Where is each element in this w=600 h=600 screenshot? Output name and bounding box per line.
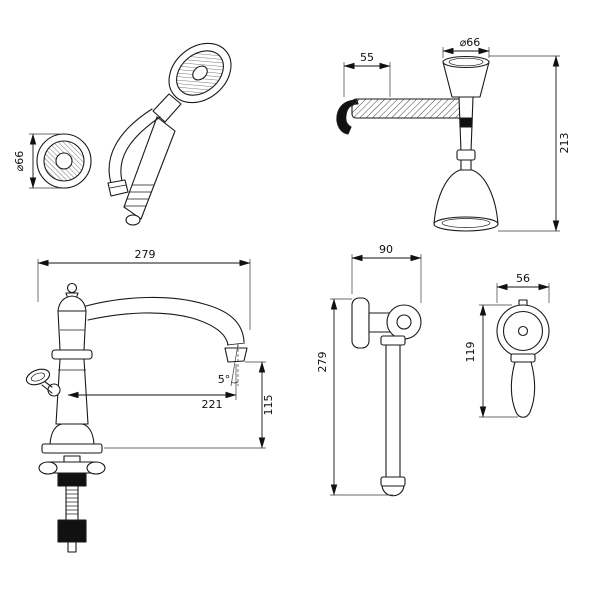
shower-handle bbox=[123, 116, 176, 226]
faucet-body bbox=[41, 310, 103, 454]
view-wall-holder: 55 ⌀66 213 bbox=[336, 36, 571, 232]
spray-face-disc bbox=[36, 133, 92, 189]
faucet-lever bbox=[25, 368, 61, 397]
shower-neck bbox=[152, 93, 182, 123]
dim-holder-height-label: 213 bbox=[558, 133, 571, 154]
view-faucet: 279 5° 221 115 bbox=[25, 248, 275, 553]
inserted-hand-shower bbox=[433, 96, 499, 232]
dim-faucet-reach: 221 bbox=[67, 364, 237, 411]
faucet-spout bbox=[85, 296, 248, 363]
dim-holder-offset: 55 bbox=[343, 51, 391, 97]
knob-face bbox=[496, 299, 550, 358]
faucet-finial bbox=[57, 282, 87, 312]
dim-faucet-spout-height: 115 bbox=[104, 361, 275, 449]
shower-head bbox=[168, 42, 232, 104]
holder-cup bbox=[442, 55, 490, 98]
dim-knob-height: 119 bbox=[464, 304, 518, 418]
arm-tube bbox=[380, 335, 406, 497]
dim-holder-offset-label: 55 bbox=[360, 51, 374, 64]
dim-arm-width-label: 90 bbox=[379, 243, 393, 256]
dim-arm-height-label: 279 bbox=[316, 352, 329, 373]
dim-faucet-reach-label: 221 bbox=[202, 398, 223, 411]
bracket-plate bbox=[351, 297, 392, 349]
dim-cup-diameter: ⌀66 bbox=[442, 36, 490, 58]
view-hand-shower: ⌀66 bbox=[13, 42, 232, 226]
view-shower-arm: 90 279 bbox=[316, 243, 422, 497]
bracket-knob bbox=[386, 304, 422, 340]
dim-faucet-length-label: 279 bbox=[135, 248, 156, 261]
dim-arm-width: 90 bbox=[351, 243, 422, 303]
dim-hand-shower-diameter: ⌀66 bbox=[13, 133, 60, 189]
dim-hand-shower-diameter-label: ⌀66 bbox=[13, 151, 26, 172]
dim-holder-height: 213 bbox=[489, 55, 571, 232]
dim-knob-width: 56 bbox=[496, 272, 550, 303]
dim-arm-height: 279 bbox=[316, 298, 393, 496]
dim-cup-diameter-label: ⌀66 bbox=[460, 36, 481, 49]
view-handle-knob: 56 119 bbox=[464, 272, 550, 418]
dim-faucet-angle: 5° bbox=[218, 343, 239, 387]
wall-elbow bbox=[336, 99, 359, 135]
knob-grip bbox=[510, 353, 536, 418]
dim-faucet-spout-height-label: 115 bbox=[262, 395, 275, 416]
faucet-mounting-hardware bbox=[38, 455, 106, 553]
dim-knob-height-label: 119 bbox=[464, 342, 477, 363]
holder-arm bbox=[351, 98, 465, 119]
shower-hose bbox=[107, 108, 161, 197]
dim-faucet-angle-label: 5° bbox=[218, 373, 231, 386]
dim-faucet-length: 279 bbox=[37, 248, 251, 330]
dim-knob-width-label: 56 bbox=[516, 272, 530, 285]
